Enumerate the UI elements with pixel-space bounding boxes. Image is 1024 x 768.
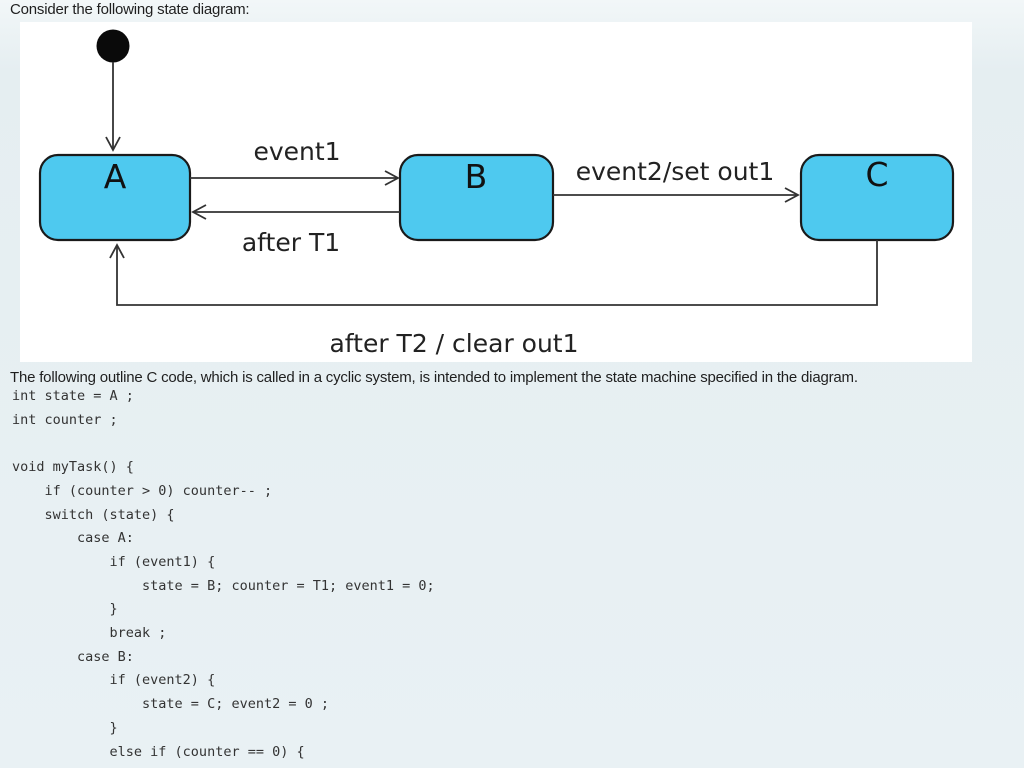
state-box-b: [398, 153, 555, 242]
transition-label-event2-set-out1: event2/set out1: [576, 157, 775, 186]
question-intro-text: Consider the following state diagram:: [10, 1, 250, 18]
transition-label-event1: event1: [253, 137, 340, 166]
state-diagram: A B C event1 after T1 event2/set out1 af…: [38, 29, 955, 358]
state-box-a: [38, 153, 192, 242]
code-description-text: The following outline C code, which is c…: [10, 369, 858, 386]
transition-label-after-t2-clear-out1: after T2 / clear out1: [329, 329, 578, 358]
diagram-panel: A B C event1 after T1 event2/set out1 af…: [20, 22, 972, 362]
state-label-a: A: [104, 157, 127, 196]
initial-state-dot: [96, 29, 130, 63]
arrow-c-to-a: [109, 240, 878, 306]
transition-label-after-t1: after T1: [242, 228, 340, 257]
state-label-c: C: [865, 155, 888, 194]
state-label-b: B: [465, 157, 488, 196]
c-code-block: int state = A ; int counter ; void myTas…: [12, 388, 435, 760]
